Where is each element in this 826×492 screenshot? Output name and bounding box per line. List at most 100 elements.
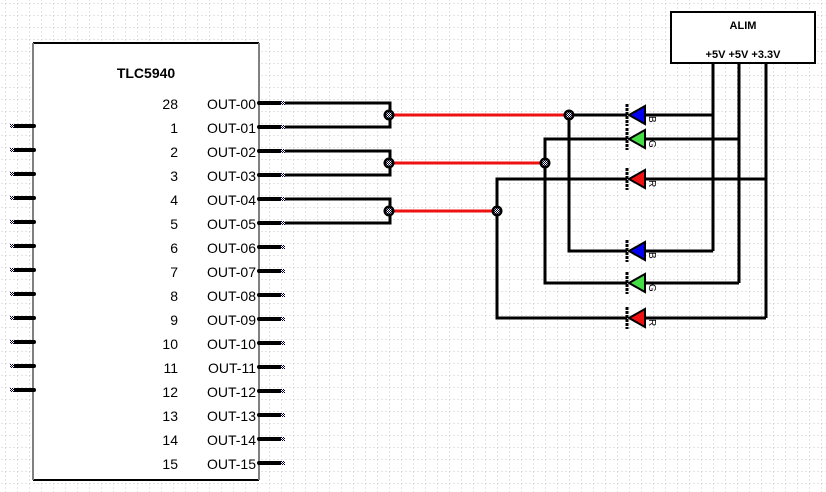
led-cathode-wire bbox=[567, 115, 627, 253]
pin-connector-icon bbox=[10, 124, 14, 128]
pin-connector-icon bbox=[281, 101, 285, 105]
pin-number: 12 bbox=[162, 384, 178, 400]
pin-connector-icon bbox=[10, 388, 14, 392]
led-label: G bbox=[646, 284, 657, 292]
pin-label: OUT-00 bbox=[207, 96, 256, 112]
pin-number: 13 bbox=[162, 408, 178, 424]
pin-connector-icon bbox=[10, 364, 14, 368]
led-diode-g[interactable]: G bbox=[625, 272, 657, 294]
pin-number: 4 bbox=[170, 192, 178, 208]
pin-connector-icon bbox=[281, 245, 285, 249]
pin-number: 7 bbox=[170, 264, 178, 280]
chip-tlc5940[interactable]: TLC5940 bbox=[32, 42, 260, 481]
led-label: G bbox=[646, 140, 657, 148]
pin-number: 5 bbox=[170, 216, 178, 232]
pin-label: OUT-08 bbox=[207, 288, 256, 304]
pin-connector-icon bbox=[281, 149, 285, 153]
pin-label: OUT-07 bbox=[207, 264, 256, 280]
pin-label: OUT-05 bbox=[207, 216, 256, 232]
pin-connector-icon bbox=[281, 341, 285, 345]
power-supply-title: ALIM bbox=[730, 20, 757, 32]
led-cathode-wire bbox=[495, 177, 627, 211]
pin-connector-icon bbox=[281, 437, 285, 441]
diode-triangle-icon bbox=[626, 128, 646, 150]
diode-triangle-icon bbox=[626, 168, 646, 190]
pin-connector-icon bbox=[281, 173, 285, 177]
pin-connector-icon bbox=[10, 316, 14, 320]
pin-label: OUT-14 bbox=[207, 432, 256, 448]
diode-triangle-icon bbox=[626, 307, 646, 329]
pin-label: OUT-02 bbox=[207, 144, 256, 160]
pin-connector-icon bbox=[10, 220, 14, 224]
pin-connector-icon bbox=[281, 317, 285, 321]
diode-triangle-icon bbox=[626, 104, 646, 126]
chip-title: TLC5940 bbox=[117, 65, 176, 81]
pin-connector-icon bbox=[10, 196, 14, 200]
pin-connector-icon bbox=[281, 221, 285, 225]
pin-connector-icon bbox=[281, 389, 285, 393]
power-rail-labels: +5V +5V +3.3V bbox=[706, 49, 782, 61]
pin-label: OUT-09 bbox=[207, 312, 256, 328]
pin-number: 15 bbox=[162, 456, 178, 472]
junction-marker-icon bbox=[386, 112, 392, 118]
pin-connector-icon bbox=[10, 148, 14, 152]
led-label: B bbox=[646, 116, 657, 123]
junction-marker-icon bbox=[566, 112, 572, 118]
pin-label: OUT-11 bbox=[208, 360, 256, 376]
pin-label: OUT-03 bbox=[207, 168, 256, 184]
pin-connector-icon bbox=[10, 244, 14, 248]
led-diode-r[interactable]: R bbox=[625, 307, 657, 329]
pin-connector-icon bbox=[10, 292, 14, 296]
pin-label: OUT-15 bbox=[207, 456, 256, 472]
pin-number: 3 bbox=[170, 168, 178, 184]
pin-label: OUT-04 bbox=[207, 192, 256, 208]
pin-number: 2 bbox=[170, 144, 178, 160]
pin-label: OUT-13 bbox=[207, 408, 256, 424]
junction-marker-icon bbox=[386, 208, 392, 214]
leds-layer: B G R B G R bbox=[625, 104, 657, 329]
pin-label: OUT-10 bbox=[207, 336, 256, 352]
pin-connector-icon bbox=[281, 365, 285, 369]
led-diode-g[interactable]: G bbox=[625, 128, 657, 150]
pin-number: 14 bbox=[162, 432, 178, 448]
led-cathode-wire bbox=[495, 211, 627, 320]
power-supply-alim[interactable]: ALIM +5V +5V +3.3V bbox=[670, 11, 816, 64]
pin-number: 6 bbox=[170, 240, 178, 256]
pin-connector-icon bbox=[281, 197, 285, 201]
wires-layer bbox=[285, 63, 768, 320]
pin-connector-icon bbox=[10, 340, 14, 344]
junction-marker-icon bbox=[386, 160, 392, 166]
pin-connector-icon bbox=[281, 461, 285, 465]
junction-marker-icon bbox=[494, 208, 500, 214]
led-label: R bbox=[646, 180, 657, 187]
led-diode-r[interactable]: R bbox=[625, 168, 657, 190]
pin-connector-icon bbox=[281, 413, 285, 417]
led-diode-b[interactable]: B bbox=[625, 104, 657, 126]
diode-triangle-icon bbox=[626, 240, 646, 262]
led-label: R bbox=[646, 319, 657, 326]
led-cathode-wire bbox=[543, 137, 627, 163]
junction-marker-icon bbox=[542, 160, 548, 166]
pin-connector-icon bbox=[10, 172, 14, 176]
pin-label: OUT-01 bbox=[207, 120, 256, 136]
led-diode-b[interactable]: B bbox=[625, 240, 657, 262]
pin-label: OUT-06 bbox=[207, 240, 256, 256]
pin-label: OUT-12 bbox=[207, 384, 256, 400]
diode-triangle-icon bbox=[626, 272, 646, 294]
junctions-layer bbox=[383, 109, 575, 217]
pin-number: 28 bbox=[162, 96, 178, 112]
pin-connector-icon bbox=[281, 125, 285, 129]
led-label: B bbox=[646, 252, 657, 259]
pin-number: 9 bbox=[170, 312, 178, 328]
pin-number: 11 bbox=[163, 360, 178, 376]
pin-connector-icon bbox=[281, 293, 285, 297]
power-supply-box[interactable] bbox=[670, 11, 816, 64]
pin-number: 1 bbox=[170, 120, 178, 136]
pin-number: 10 bbox=[162, 336, 178, 352]
chip-body[interactable] bbox=[33, 43, 259, 480]
pin-connector-icon bbox=[10, 268, 14, 272]
led-cathode-wire bbox=[543, 163, 627, 285]
pin-connector-icon bbox=[281, 269, 285, 273]
